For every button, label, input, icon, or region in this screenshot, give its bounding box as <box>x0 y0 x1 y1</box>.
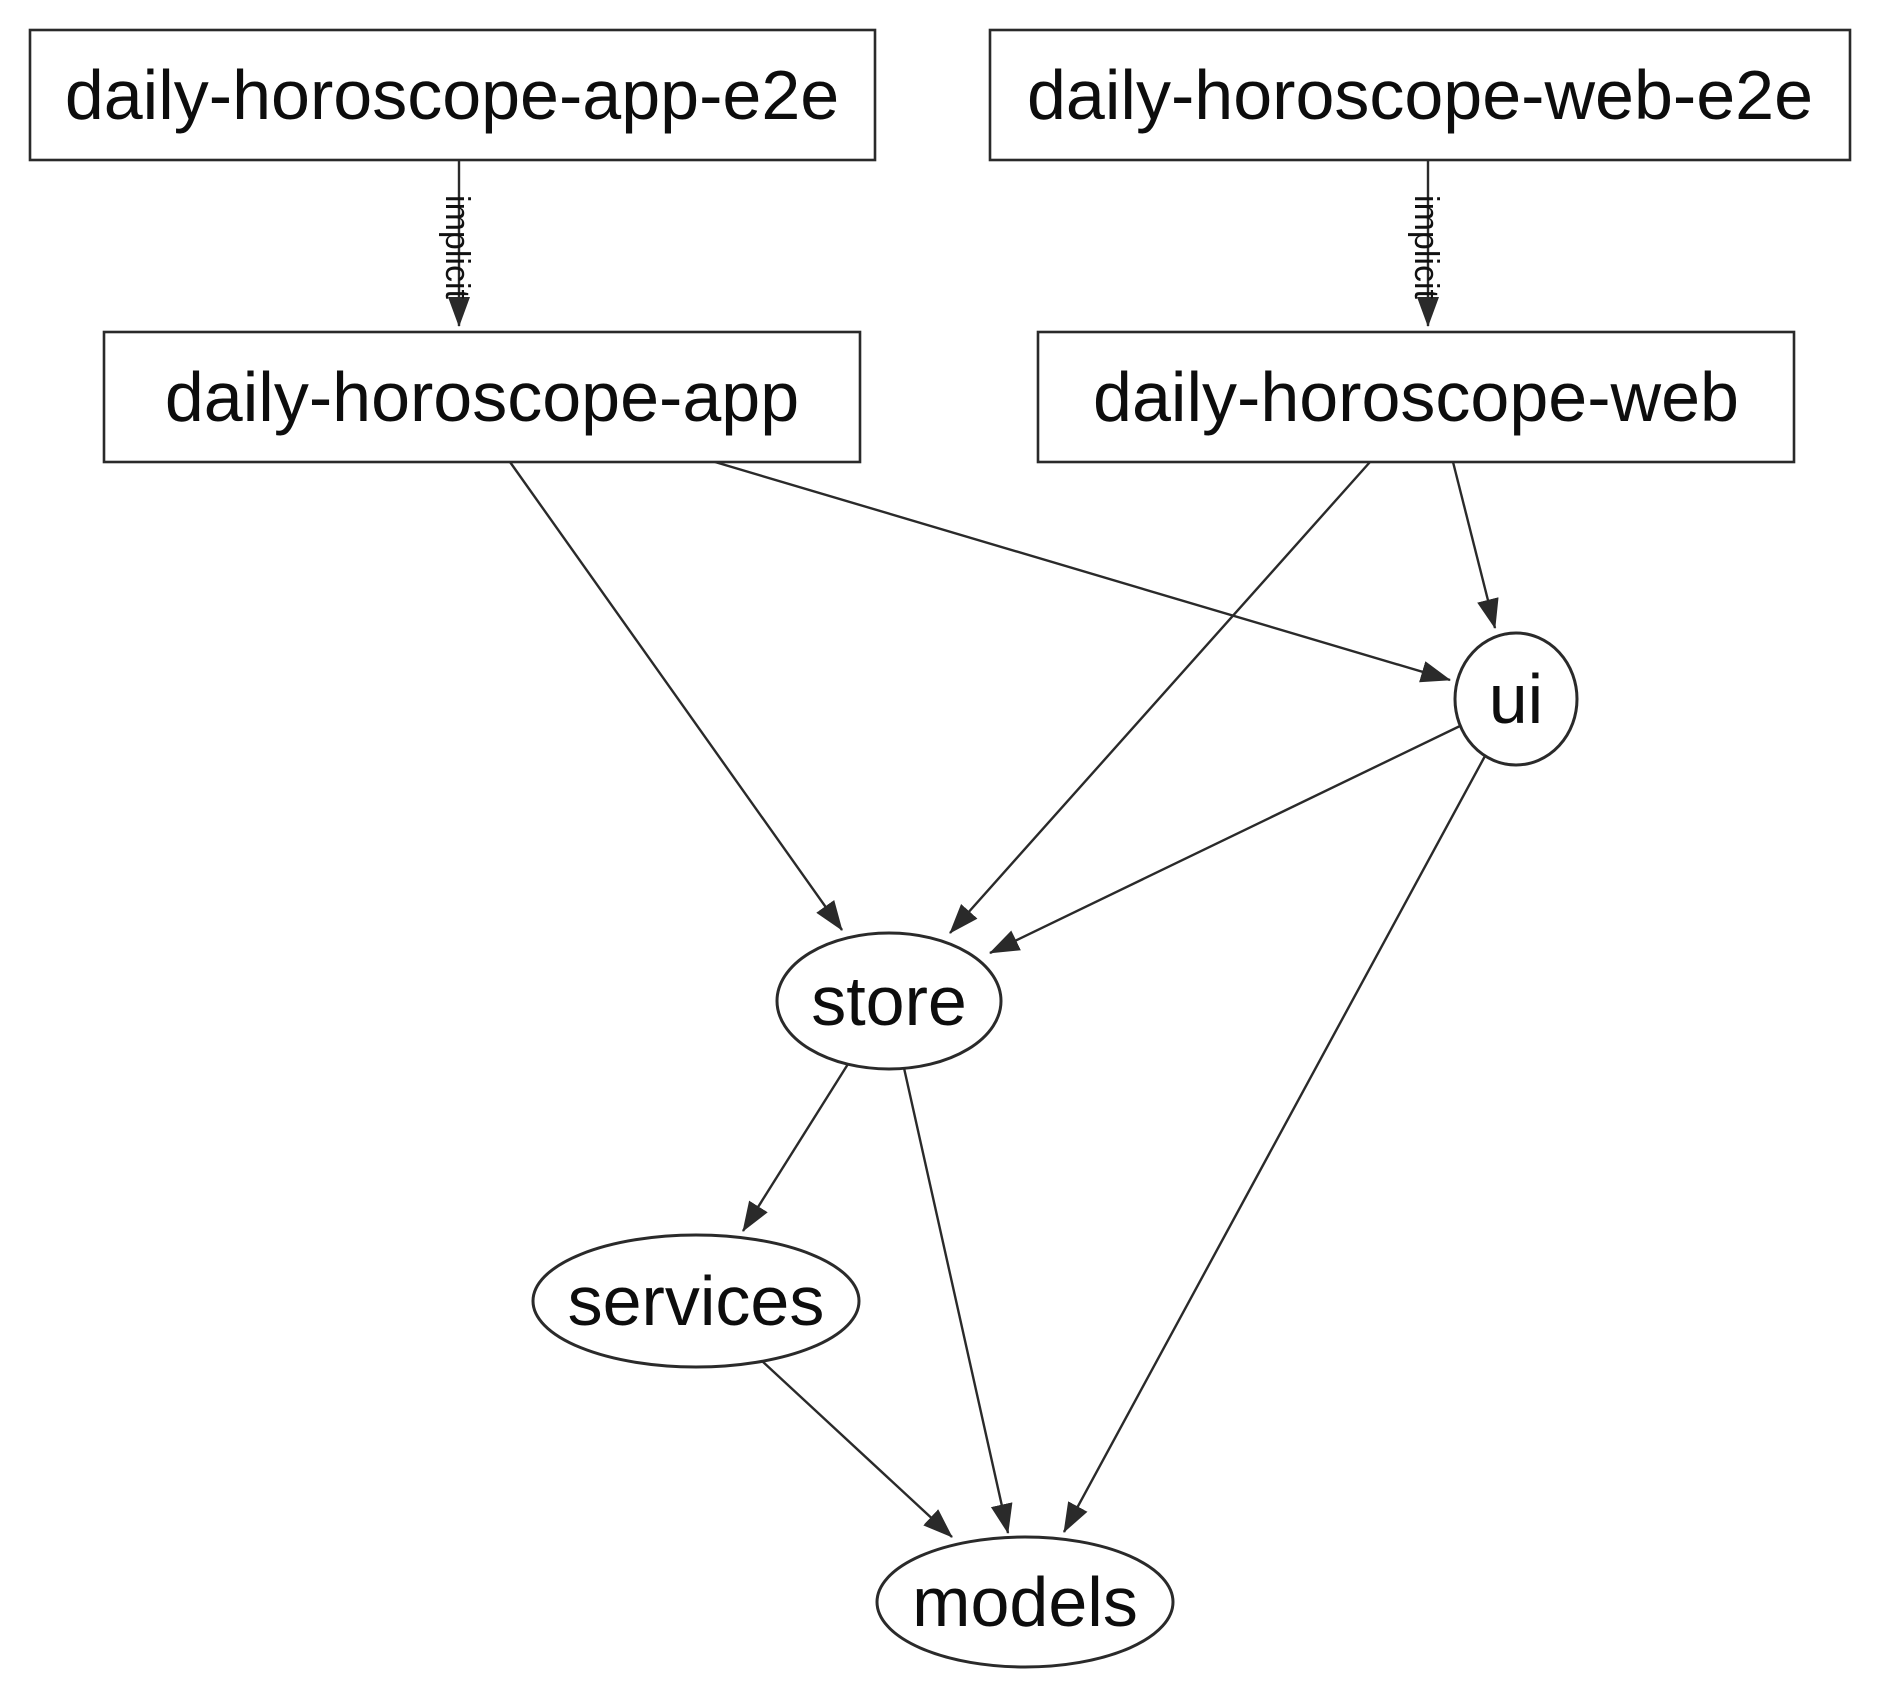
edge-web-to-ui <box>1451 461 1499 629</box>
services-label: services <box>568 1262 825 1340</box>
edge-web-to-store-line <box>949 461 1371 934</box>
edge-app-e2e-to-app: implicit <box>438 160 476 327</box>
edge-store-to-services <box>741 1063 850 1232</box>
ui-label: ui <box>1489 660 1543 738</box>
store-ellipse <box>775 931 1003 1071</box>
edge-ui-to-models-line <box>1062 755 1487 1533</box>
edge-store-to-models <box>902 1067 1013 1534</box>
web-e2e-label: daily-horoscope-web-e2e <box>1027 56 1813 134</box>
node-models[interactable]: models <box>875 1535 1175 1669</box>
app-label: daily-horoscope-app <box>165 358 799 436</box>
edge-web-to-store <box>949 461 1371 934</box>
web-e2e-box <box>988 28 1852 162</box>
edge-ui-to-store <box>989 724 1461 955</box>
edge-ui-to-models <box>1062 755 1487 1533</box>
edges-layer: implicit implicit <box>438 160 1499 1538</box>
edge-store-to-services-line <box>741 1063 850 1232</box>
edge-web-e2e-to-web: implicit <box>1407 160 1445 327</box>
models-ellipse <box>875 1535 1175 1669</box>
edge-app-to-ui <box>714 460 1451 683</box>
store-label: store <box>811 962 967 1040</box>
ui-ellipse <box>1453 631 1579 767</box>
edge-app-to-ui-line <box>714 460 1451 683</box>
node-store[interactable]: store <box>775 931 1003 1071</box>
node-services[interactable]: services <box>531 1233 861 1369</box>
app-e2e-label: daily-horoscope-app-e2e <box>65 56 839 134</box>
models-label: models <box>912 1563 1138 1641</box>
edge-services-to-models-line <box>761 1360 953 1538</box>
edge-services-to-models <box>761 1360 953 1538</box>
app-box <box>102 330 862 464</box>
node-ui[interactable]: ui <box>1453 631 1579 767</box>
web-label: daily-horoscope-web <box>1093 358 1739 436</box>
nodes-layer: daily-horoscope-app-e2e daily-horoscope-… <box>28 28 1852 1669</box>
edge-label-implicit-right: implicit <box>1407 195 1445 299</box>
node-daily-horoscope-app-e2e[interactable]: daily-horoscope-app-e2e <box>28 28 877 162</box>
node-daily-horoscope-app[interactable]: daily-horoscope-app <box>102 330 862 464</box>
services-ellipse <box>531 1233 861 1369</box>
edge-store-to-models-line <box>902 1067 1013 1534</box>
edge-app-to-store <box>509 461 843 931</box>
edge-ui-to-store-line <box>989 724 1461 955</box>
web-box <box>1036 330 1796 464</box>
edge-label-implicit-left: implicit <box>438 195 476 299</box>
app-e2e-box <box>28 28 877 162</box>
edge-web-to-ui-line <box>1451 461 1499 629</box>
node-daily-horoscope-web-e2e[interactable]: daily-horoscope-web-e2e <box>988 28 1852 162</box>
node-daily-horoscope-web[interactable]: daily-horoscope-web <box>1036 330 1796 464</box>
edge-app-to-store-line <box>509 461 843 931</box>
